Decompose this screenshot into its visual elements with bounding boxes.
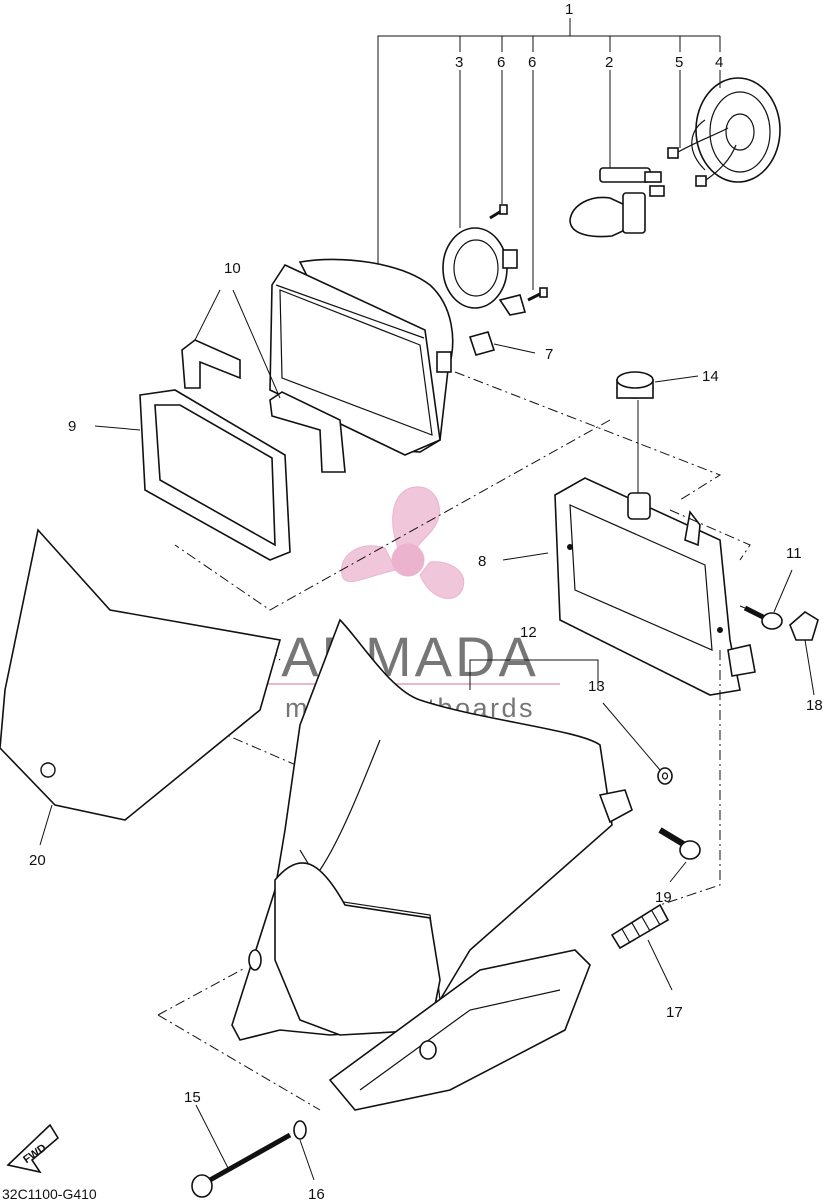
propeller-logo (341, 486, 465, 599)
front-cowl (231, 618, 633, 1041)
callout-15: 15 (184, 1089, 201, 1106)
socket-cover (667, 70, 781, 187)
bulb-holder (442, 70, 527, 316)
callout-10: 10 (224, 260, 241, 277)
callout-7: 7 (545, 346, 553, 363)
callout-9: 9 (68, 418, 76, 435)
callout-16: 16 (308, 1186, 325, 1203)
bolt-11 (743, 569, 793, 630)
headlight-bracket (502, 400, 756, 696)
grommet (616, 371, 699, 399)
assembly-bracket (377, 18, 721, 265)
screw-lower (527, 70, 548, 302)
screw-upper (489, 70, 508, 220)
forward-arrow: FWD (6, 1123, 60, 1174)
lead-10b (232, 289, 281, 399)
callout-2: 2 (605, 54, 613, 71)
damper-upper (181, 339, 241, 389)
callout-14: 14 (702, 368, 719, 385)
damper-17 (610, 903, 673, 991)
side-panel (0, 528, 282, 846)
drawing-code: 32C1100-G410 (2, 1186, 97, 1202)
callout-5: 5 (675, 54, 683, 71)
clip-nut (468, 331, 536, 356)
damper-lower (269, 391, 346, 473)
callout-3: 3 (455, 54, 463, 71)
callout-4: 4 (715, 54, 723, 71)
bolt-19 (658, 827, 701, 883)
callout-8: 8 (478, 553, 486, 570)
lead-10 (194, 289, 221, 341)
callout-18: 18 (806, 697, 823, 714)
lower-panel (328, 949, 591, 1111)
callout-19: 19 (655, 889, 672, 906)
headlight-bulb (569, 70, 665, 238)
washer-13 (602, 702, 673, 785)
callout-20: 20 (29, 852, 46, 869)
lead-12 (469, 659, 599, 690)
callout-6a: 6 (497, 54, 505, 71)
callout-13: 13 (588, 678, 605, 695)
callout-17: 17 (666, 1004, 683, 1021)
nut-18 (789, 611, 819, 696)
headlight-unit (269, 258, 454, 456)
callout-12: 12 (520, 624, 537, 641)
callout-11: 11 (786, 545, 802, 562)
callout-1: 1 (565, 1, 573, 18)
gasket-frame (94, 389, 291, 561)
washer-16 (293, 1120, 315, 1181)
callout-6b: 6 (528, 54, 536, 71)
bolt-15 (191, 1104, 292, 1198)
watermark: ARMADA marine outboards (262, 486, 560, 723)
